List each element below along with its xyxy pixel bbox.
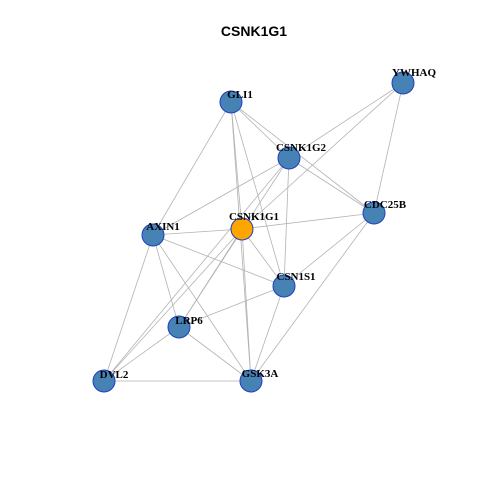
edge-gli1-cdc25b: [230, 101, 375, 214]
edge-gli1-gsk3a: [230, 101, 252, 382]
edge-cdc25b-gsk3a: [250, 212, 375, 382]
edge-lrp6-gsk3a: [178, 326, 252, 382]
edge-csn1s1-lrp6: [178, 285, 285, 328]
edge-csnk1g2-cdc25b: [288, 157, 375, 214]
node-circle-lrp6: [167, 315, 191, 339]
edge-axin1-dvl2: [103, 234, 154, 382]
node-circle-csn1s1: [272, 274, 296, 298]
edge-axin1-csn1s1: [152, 234, 285, 287]
node-circle-csnk1g1: [230, 217, 254, 241]
node-circle-ywhaq: [391, 71, 415, 95]
node-csnk1g1: CSNK1G1: [229, 211, 279, 241]
node-label-csn1s1: CSN1S1: [276, 271, 315, 283]
node-label-axin1: AXIN1: [146, 221, 180, 233]
edge-csnk1g2-csn1s1: [283, 157, 290, 287]
edge-axin1-gsk3a: [152, 234, 252, 382]
node-label-lrp6: LRP6: [175, 315, 203, 327]
node-label-ywhaq: YWHAQ: [392, 67, 436, 79]
edge-gli1-csn1s1: [230, 101, 285, 287]
edge-cdc25b-csnk1g1: [241, 212, 375, 230]
node-label-gli1: GLI1: [227, 89, 253, 101]
edge-csnk1g2-axin1: [152, 157, 290, 236]
node-lrp6: LRP6: [167, 315, 203, 339]
node-label-dvl2: DVL2: [100, 369, 129, 381]
node-cdc25b: CDC25B: [362, 199, 407, 225]
edge-csnk1g1-lrp6: [178, 228, 243, 328]
edge-ywhaq-cdc25b: [373, 82, 404, 214]
node-label-csnk1g2: CSNK1G2: [276, 142, 327, 154]
edge-lrp6-dvl2: [103, 326, 180, 382]
edge-axin1-csnk1g1: [152, 228, 243, 236]
edge-csnk1g1-gsk3a: [241, 228, 252, 382]
edge-gli1-axin1: [152, 101, 232, 236]
node-circle-csnk1g2: [277, 146, 301, 170]
node-circle-cdc25b: [362, 201, 386, 225]
edge-csnk1g2-dvl2: [103, 157, 290, 382]
node-label-gsk3a: GSK3A: [242, 368, 279, 380]
diagram-title: CSNK1G1: [221, 23, 287, 39]
edge-ywhaq-csnk1g2: [288, 82, 404, 159]
edge-csn1s1-gsk3a: [250, 285, 285, 382]
node-circle-gsk3a: [239, 369, 263, 393]
node-label-csnk1g1: CSNK1G1: [229, 211, 279, 223]
node-axin1: AXIN1: [141, 221, 180, 247]
node-ywhaq: YWHAQ: [391, 67, 436, 95]
node-circle-axin1: [141, 223, 165, 247]
edge-csnk1g1-dvl2: [103, 228, 243, 382]
node-circle-gli1: [219, 90, 243, 114]
node-gsk3a: GSK3A: [239, 368, 279, 393]
edge-axin1-lrp6: [152, 234, 180, 328]
node-gli1: GLI1: [219, 89, 253, 114]
edge-cdc25b-csn1s1: [283, 212, 375, 287]
edge-gli1-csnk1g2: [230, 101, 290, 159]
node-dvl2: DVL2: [92, 369, 129, 393]
node-csn1s1: CSN1S1: [272, 271, 316, 298]
edge-ywhaq-csnk1g1: [241, 82, 404, 230]
node-label-cdc25b: CDC25B: [364, 199, 407, 211]
edge-layer: [103, 82, 404, 382]
node-csnk1g2: CSNK1G2: [276, 142, 327, 170]
node-circle-dvl2: [92, 369, 116, 393]
edge-csnk1g1-csn1s1: [241, 228, 285, 287]
